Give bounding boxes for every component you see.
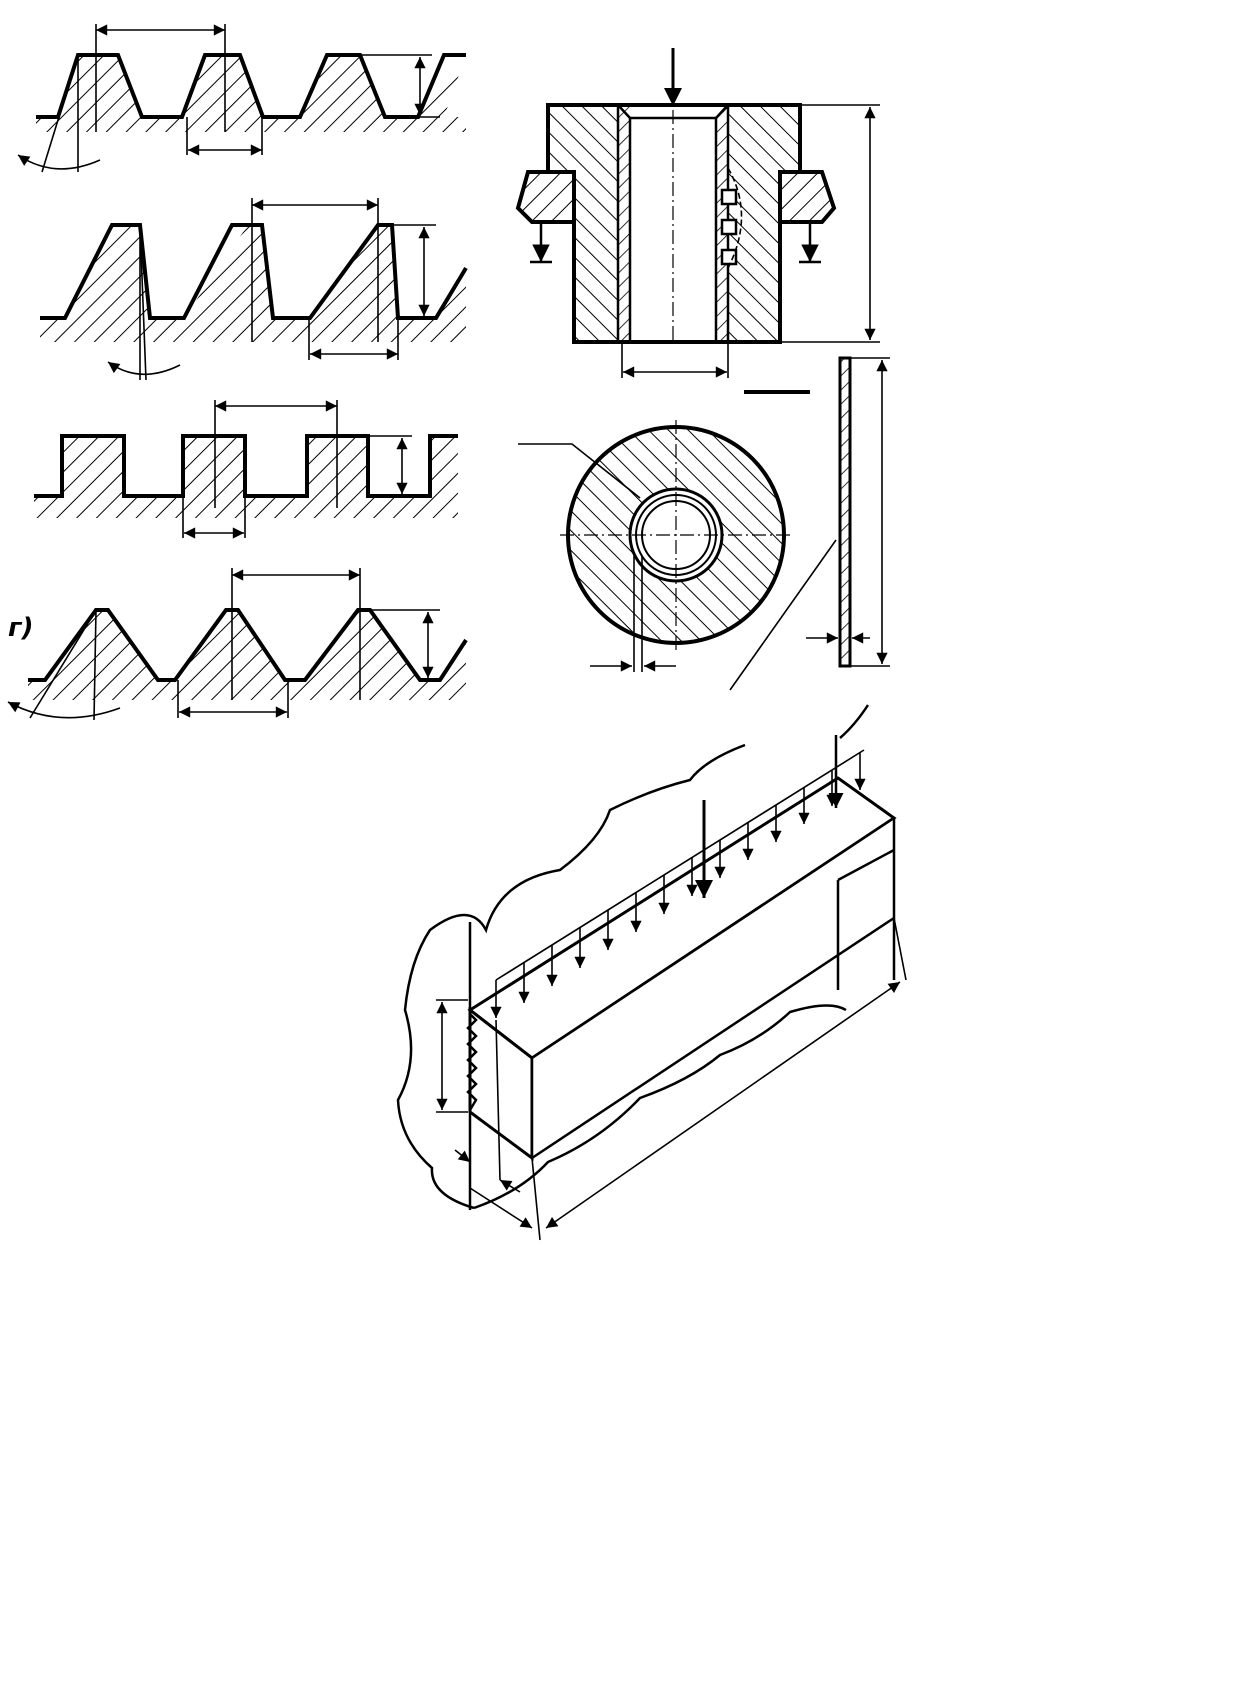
thread-profile-trapezoidal — [17, 24, 466, 173]
thread-profile-square — [34, 400, 458, 539]
rack-bar-isometric-view — [396, 704, 907, 1241]
nut-section-view — [515, 48, 880, 394]
washer-edge-view — [806, 356, 890, 668]
thread-profile-rounded-trapezoid: г) — [7, 568, 468, 721]
washer-face-view — [518, 420, 837, 691]
profile-label-g: г) — [8, 613, 33, 643]
thread-profile-buttress — [40, 198, 468, 381]
